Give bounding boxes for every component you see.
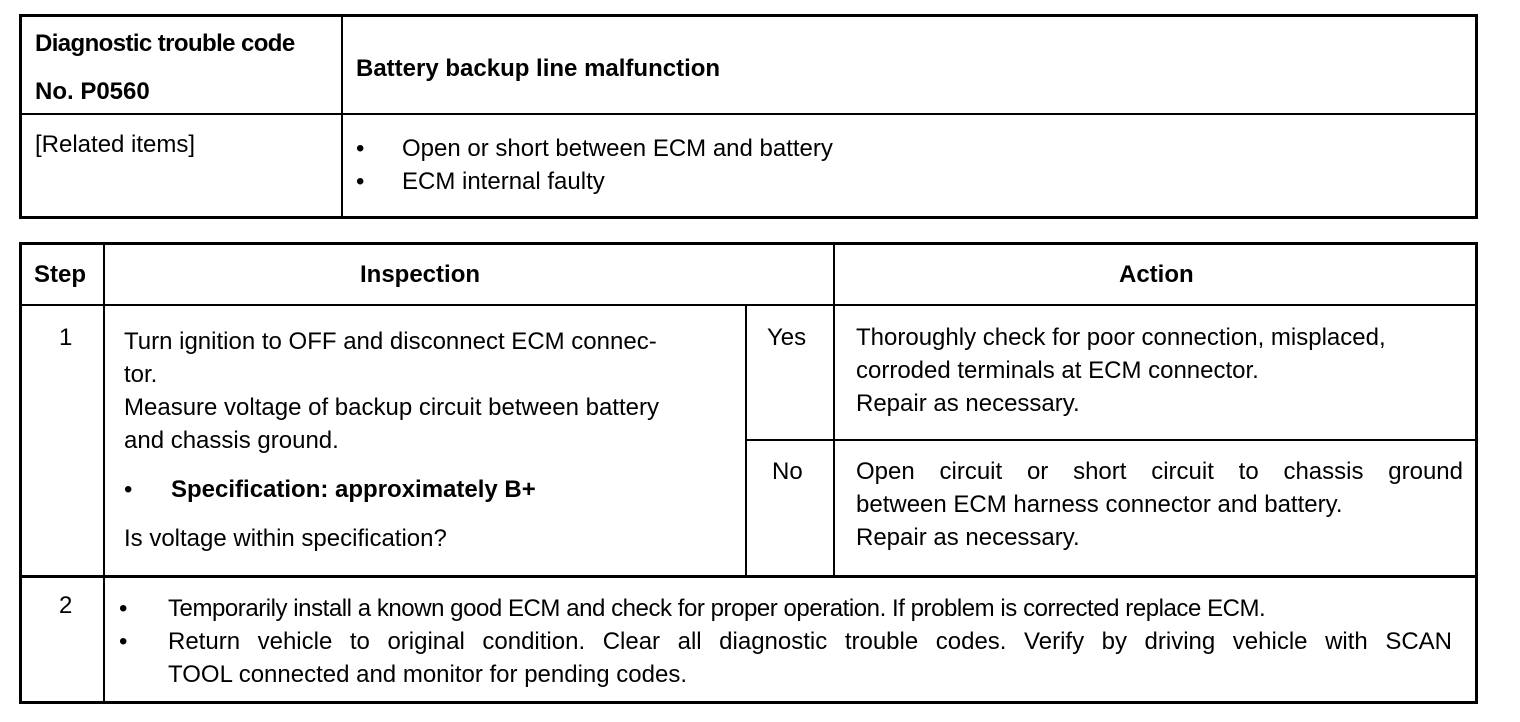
step2-item-2-line-2: TOOL connected and monitor for pending c… [168,661,687,688]
step2-bullet-1: • [119,595,128,622]
related-bullet-1: • [356,135,365,162]
step-divider [22,575,1475,578]
dtc-label-line1: Diagnostic trouble code [35,30,295,57]
no-action-line-1: Open circuit or short circuit to chassis… [856,458,1463,485]
related-item-2: ECM internal faulty [402,168,605,195]
spec-bullet: • [124,476,133,503]
no-action-line-3: Repair as necessary. [856,524,1080,551]
column-header-divider [22,304,1475,306]
inspection-question: Is voltage within specification? [124,525,447,552]
related-items-label: [Related items] [35,131,196,158]
step2-item-1: Temporarily install a known good ECM and… [168,595,1266,622]
step-column-divider [103,245,105,701]
specification-text: Specification: approximately B+ [171,476,536,503]
yes-action-line-2: corroded terminals at ECM connector. [856,357,1259,384]
dtc-title: Battery backup line malfunction [356,55,721,82]
column-header-step: Step [34,261,87,288]
related-bullet-2: • [356,168,365,195]
step2-item-2-line-1: Return vehicle to original condition. Cl… [168,628,1452,655]
header-divider-vertical [341,17,343,216]
inspection-result-divider [745,306,747,576]
yes-no-divider [745,439,1475,441]
inspection-line-1: Turn ignition to OFF and disconnect ECM … [124,328,657,355]
dtc-header-table: Diagnostic trouble code No. P0560 Batter… [19,14,1478,219]
step2-bullet-2: • [119,628,128,655]
inspection-steps-table: Step Inspection Action 1 Turn ignition t… [19,242,1478,704]
dtc-number: No. P0560 [35,78,150,105]
column-header-action: Action [1119,261,1194,288]
inspection-action-divider [833,245,835,576]
yes-action-line-3: Repair as necessary. [856,390,1080,417]
column-header-inspection: Inspection [360,261,481,288]
result-yes-label: Yes [767,324,807,351]
inspection-line-4: and chassis ground. [124,427,339,454]
inspection-line-3: Measure voltage of backup circuit betwee… [124,394,659,421]
related-item-1: Open or short between ECM and battery [402,135,833,162]
inspection-line-2: tor. [124,361,158,388]
step-number-1: 1 [59,324,73,351]
step-number-2: 2 [59,592,73,619]
yes-action-line-1: Thoroughly check for poor connection, mi… [856,324,1386,351]
no-action-line-2: between ECM harness connector and batter… [856,491,1343,518]
header-divider-horizontal [22,113,1475,115]
result-no-label: No [772,458,803,485]
